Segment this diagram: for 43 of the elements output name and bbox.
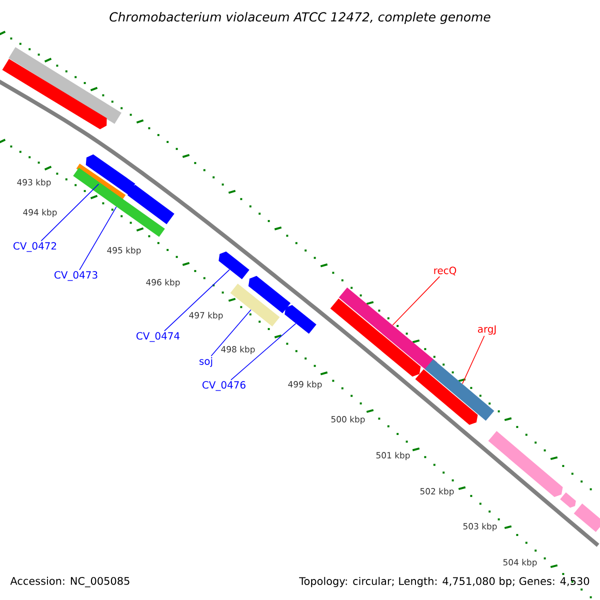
gene-label: CV_0474 (136, 332, 180, 342)
scale-label: 495 kbp (107, 246, 141, 256)
gene-label: recQ (434, 266, 456, 276)
scale-label: 500 kbp (331, 416, 365, 424)
scale-label: 493 kbp (17, 178, 51, 188)
footer-text: Topology: circular; Length: 4,751,080 bp; Genes: 4,530 (299, 576, 590, 588)
footer-text: Accession: NC_005085 (10, 576, 130, 588)
gene-label: CV_0472 (14, 242, 56, 252)
gene-block (230, 284, 280, 326)
scale-label: 503 kbp (463, 522, 497, 532)
gene-block (2, 58, 107, 130)
leader-line (210, 309, 252, 356)
gene-label: argJ (478, 325, 496, 335)
scale-label: 494 kbp (23, 208, 57, 218)
scale-label: 499 kbp (288, 380, 322, 390)
gene-block (248, 276, 291, 314)
leader-line (230, 323, 296, 380)
gene-block (86, 154, 136, 194)
gene-block (574, 504, 600, 532)
gene-block (128, 184, 174, 224)
gene-block (284, 305, 316, 334)
title: Chromobacterium violaceum ATCC 12472, complete genome (110, 12, 490, 24)
gene-label: soj (200, 357, 212, 367)
scale-label: 498 kbp (221, 346, 255, 354)
leader-line (40, 184, 100, 242)
gene-block (73, 168, 165, 237)
gene-block (330, 298, 421, 377)
gene-label: CV_0476 (202, 381, 246, 391)
scale-label: 496 kbp (146, 278, 180, 288)
scale-label: 497 kbp (189, 312, 223, 320)
leader-line (462, 335, 485, 384)
leader-line (164, 269, 230, 332)
gene-block (488, 431, 563, 498)
gene-block (218, 251, 250, 280)
scale-label: 501 kbp (376, 452, 410, 460)
gene-block (560, 492, 576, 508)
gene-block (415, 369, 478, 425)
gene-block (8, 47, 122, 124)
gene-label: CV_0473 (54, 271, 98, 281)
scale-label: 502 kbp (420, 488, 454, 496)
gene-block (424, 359, 494, 421)
scale-label: 504 kbp (503, 558, 537, 568)
leader-line (79, 206, 117, 270)
